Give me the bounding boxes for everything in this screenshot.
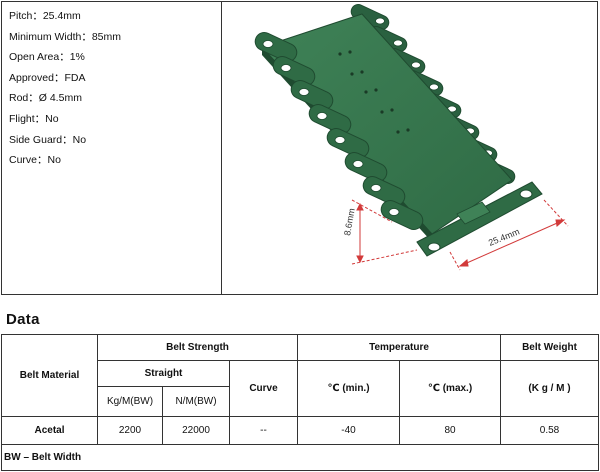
spec-list: Pitch：25.4mm Minimum Width：85mm Open Are… [2,2,222,294]
height-dimension [351,199,418,265]
spec-minimum-width: Minimum Width：85mm [9,30,122,43]
spec-open-area: Open Area：1% [9,51,85,64]
pitch-dimension [449,199,569,271]
left-knuckles [254,32,424,230]
spec-approved: Approved：FDA [9,71,86,84]
pitch-dimension-label: 25.4mm [487,226,521,247]
header-temperature: Temperature [297,333,501,362]
row-temp-min: -40 [297,415,400,445]
header-temp-max: ℃ (max.) [399,360,501,417]
header-temp-min: ℃ (min.) [297,360,400,417]
belt-module-drawing: 8.6mm 25.4mm [254,4,569,271]
data-table: Belt Material Belt Strength Temperature … [1,333,599,472]
header-n-m-bw: N/M(BW) [162,386,230,417]
front-hinge-bar [416,181,543,257]
spec-rod: Rod：Ø 4.5mm [9,92,82,105]
spec-flight: Flight：No [9,112,59,125]
header-curve: Curve [229,360,298,417]
header-belt-strength: Belt Strength [97,333,298,362]
height-dimension-label: 8.6mm [342,208,357,237]
header-weight-unit: (K g / M ) [500,360,599,417]
belt-module-illustration: 8.6mm 25.4mm [222,2,597,294]
section-title: Data [6,311,40,328]
spec-side-guard: Side Guard：No [9,133,87,146]
row-n: 22000 [162,415,230,445]
spec-panel: Pitch：25.4mm Minimum Width：85mm Open Are… [1,1,598,295]
header-kg-m-bw: Kg/M(BW) [97,386,163,417]
spec-curve: Curve：No [9,154,61,167]
row-weight: 0.58 [500,415,599,445]
header-belt-weight: Belt Weight [500,333,599,362]
row-kg: 2200 [97,415,163,445]
row-curve: -- [229,415,298,445]
header-straight: Straight [97,360,230,388]
open-area-holes [338,50,410,134]
table-footnote: BW – Belt Width [1,443,599,472]
spec-pitch: Pitch：25.4mm [9,10,81,22]
header-belt-material: Belt Material [1,334,98,417]
row-temp-max: 80 [399,415,501,445]
row-material: Acetal [1,415,98,445]
